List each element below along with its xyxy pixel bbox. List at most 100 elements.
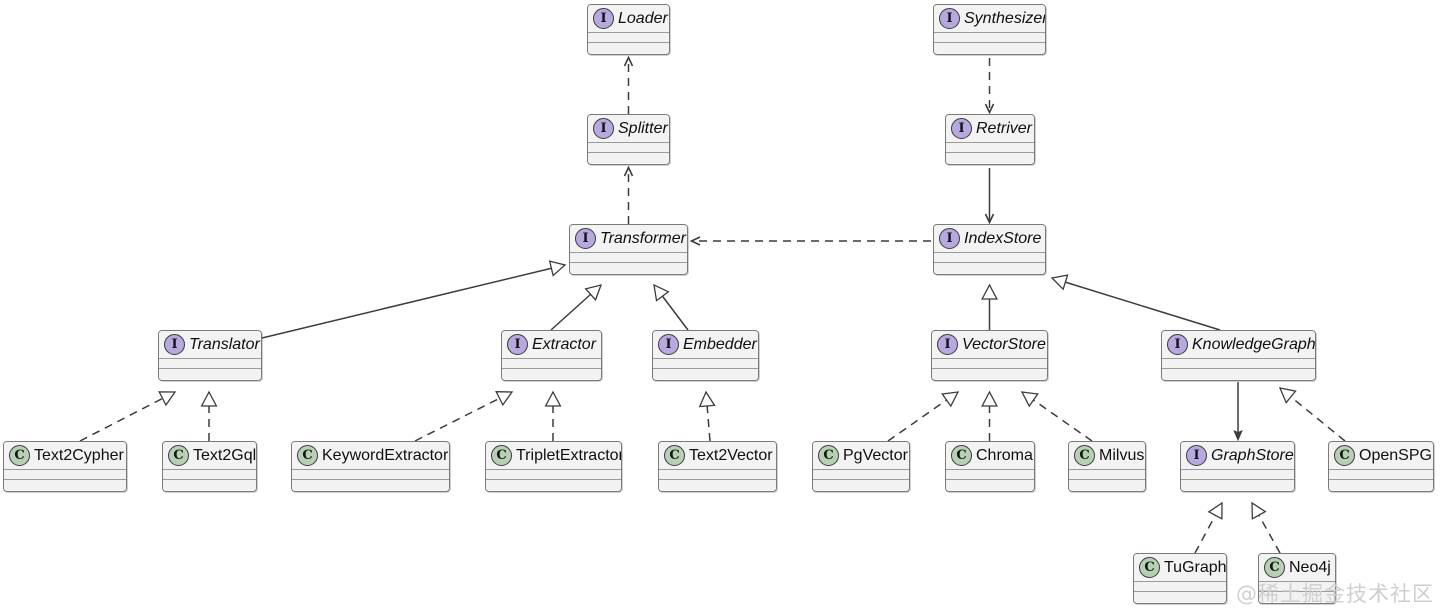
uml-attributes-compartment [588,143,669,153]
uml-node-label: PgVector [843,446,908,464]
uml-node-label: KeywordExtractor [322,446,449,464]
uml-node-label: Text2Gql [193,446,257,464]
interface-badge-icon: I [1167,334,1188,355]
uml-node-label: Splitter [618,119,668,137]
uml-node-label: VectorStore [962,335,1046,353]
interface-badge-icon: I [939,8,960,29]
edge-tugraph-to-graphstore [1194,501,1223,554]
uml-operations-compartment [570,263,687,273]
interface-badge-icon: I [593,8,614,29]
uml-operations-compartment [1069,480,1145,490]
uml-node-label: Chroma [976,446,1033,464]
class-badge-icon: C [297,445,318,466]
uml-operations-compartment [502,369,601,379]
interface-badge-icon: I [939,228,960,249]
uml-attributes-compartment [4,470,126,480]
edge-text2cypher-to-translator [79,391,177,442]
uml-operations-compartment [653,369,758,379]
uml-node-label: Neo4j [1289,558,1331,576]
uml-operations-compartment [1259,592,1335,602]
uml-node-label: Loader [618,9,668,27]
uml-operations-compartment [1181,480,1294,490]
uml-node-label: Extractor [532,335,597,353]
interface-badge-icon: I [658,334,679,355]
uml-operations-compartment [1329,480,1433,490]
edge-extractor-to-transformer [550,284,603,331]
uml-operations-compartment [163,480,256,490]
uml-attributes-compartment [932,359,1047,369]
class-badge-icon: C [1334,445,1355,466]
uml-node-label: Retriver [976,119,1033,137]
uml-node-label: Text2Vector [689,446,773,464]
watermark-text: @稀土掘金技术社区 [1236,582,1434,606]
uml-operations-compartment [588,43,669,53]
uml-attributes-compartment [570,253,687,263]
uml-operations-compartment [946,153,1034,163]
uml-attributes-compartment [486,470,621,480]
uml-operations-compartment [486,480,621,490]
uml-attributes-compartment [1134,582,1226,592]
uml-attributes-compartment [1329,470,1433,480]
uml-attributes-compartment [813,470,909,480]
class-badge-icon: C [951,445,972,466]
uml-attributes-compartment [1069,470,1145,480]
interface-badge-icon: I [593,118,614,139]
uml-operations-compartment [159,369,261,379]
class-badge-icon: C [1264,557,1285,578]
uml-node-label: Milvus [1099,446,1145,464]
interface-badge-icon: I [164,334,185,355]
edge-embedder-to-transformer [653,283,689,331]
uml-node-label: Synthesizer [964,9,1046,27]
uml-node-label: Text2Cypher [34,446,124,464]
uml-node-label: TripletExtractor [516,446,622,464]
interface-badge-icon: I [575,228,596,249]
interface-badge-icon: I [951,118,972,139]
interface-badge-icon: I [507,334,528,355]
uml-attributes-compartment [1181,470,1294,480]
uml-operations-compartment [813,480,909,490]
uml-operations-compartment [659,480,776,490]
class-badge-icon: C [1074,445,1095,466]
uml-operations-compartment [1134,592,1226,602]
